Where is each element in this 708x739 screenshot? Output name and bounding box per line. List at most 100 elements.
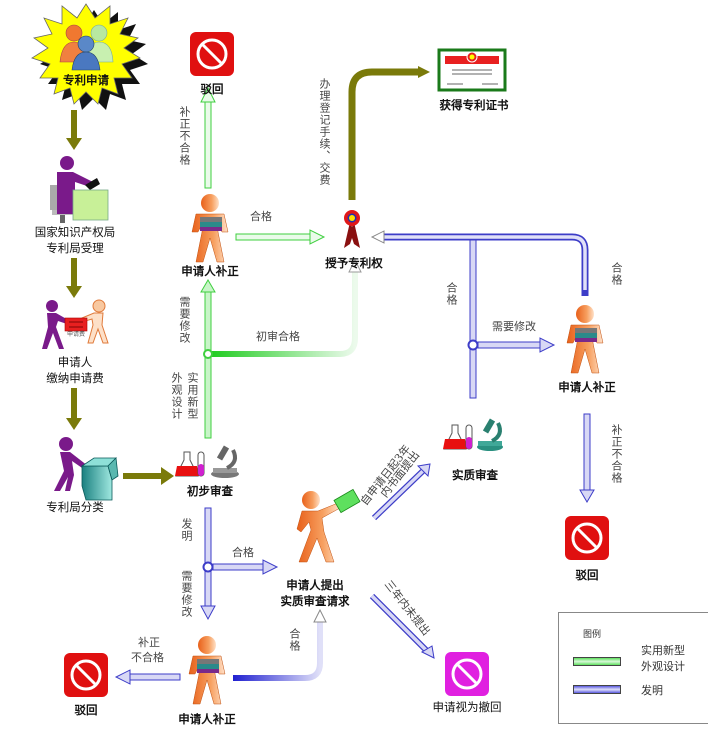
applicant-corrector-right-icon <box>566 305 604 374</box>
arrowhead <box>66 418 82 430</box>
edge-invention: 发明 <box>180 518 193 542</box>
green-pass-top <box>235 233 313 241</box>
arrowhead <box>313 608 327 623</box>
node-request-label-line1: 申请人提出 <box>286 578 344 592</box>
blue-junction-substantive <box>467 339 479 351</box>
grant-medal-icon <box>344 210 360 248</box>
node-correct-top-label: 申请人补正 <box>181 264 239 278</box>
node-reject-bottom-label: 驳回 <box>74 703 98 717</box>
node-reject-top-label: 驳回 <box>200 82 224 96</box>
arrow-accept-to-fee <box>71 258 77 288</box>
arrowhead <box>262 559 279 575</box>
green-reject-top <box>204 99 212 189</box>
node-correct-bottom-label: 申请人补正 <box>178 712 236 726</box>
arrowhead <box>579 489 595 503</box>
arrowhead <box>416 463 431 478</box>
arrowhead <box>161 467 174 485</box>
arrowhead <box>309 229 326 245</box>
legend-swatch-utility-design <box>573 657 621 666</box>
olive-arrows <box>66 66 430 485</box>
arrowhead <box>420 645 435 659</box>
edge-correct-fail-bottom-line2: 不合格 <box>131 651 164 664</box>
arrowhead <box>348 258 362 273</box>
reject-bottom-icon <box>64 653 108 697</box>
node-fee-label-line1: 申请人 <box>57 355 93 369</box>
node-fee-label-line2: 缴纳申请费 <box>46 371 104 385</box>
legend-label-utility-design-line2: 外观设计 <box>641 660 685 673</box>
applicant-request-icon <box>296 488 361 563</box>
arrow-fee-to-classify <box>71 388 77 420</box>
node-grant-label: 授予专利权 <box>325 256 383 270</box>
node-prelim-exam-label: 初步审查 <box>187 484 233 498</box>
reject-top-icon <box>190 32 234 76</box>
arrow-grant-to-certificate <box>348 68 420 200</box>
blue-reject-right <box>583 413 591 491</box>
substantive-exam-lab-icon <box>443 418 503 451</box>
arrow-inner <box>370 594 430 654</box>
node-certificate-label: 获得专利证书 <box>439 98 509 112</box>
blue-need-modify-right <box>477 341 543 349</box>
node-accept-label-line1: 国家知识产权局 <box>34 225 116 239</box>
blue-reject-bottom <box>127 673 181 681</box>
arrowhead <box>418 66 430 78</box>
blue-pass-invention <box>212 563 266 571</box>
blue-pass-to-grant <box>382 233 589 296</box>
arrow-inner <box>372 466 428 520</box>
arrow-inner <box>382 235 587 290</box>
edge-prelim-pass: 初审合格 <box>256 330 300 343</box>
edge-pass-right-corner: 合格 <box>610 262 623 286</box>
arrowhead <box>200 605 216 621</box>
edge-pass-bottom: 合格 <box>288 628 301 652</box>
edge-utility-design-col2: 外观设计 <box>170 372 183 420</box>
green-vertical-main <box>204 289 212 439</box>
applicant-corrector-bottom-icon <box>188 636 226 705</box>
arrowhead <box>370 230 385 244</box>
blue-vertical-prelim <box>204 507 212 607</box>
node-accept-label-line2: 专利局受理 <box>46 241 104 255</box>
green-arrows <box>200 86 362 439</box>
withdrawn-icon <box>445 652 489 696</box>
node-apply-label: 专利申请 <box>63 73 109 87</box>
legend-swatch-invention <box>573 685 621 694</box>
arrowhead <box>66 138 82 150</box>
reject-right-icon <box>565 516 609 560</box>
arrowhead <box>200 86 216 103</box>
legend-label-utility-design-line1: 实用新型 <box>641 644 685 657</box>
blue-junction-prelim <box>202 561 214 573</box>
node-withdrawn-label: 申请视为撤回 <box>432 700 502 714</box>
node-reject-right-label: 驳回 <box>575 568 599 582</box>
blue-arrows <box>114 230 595 685</box>
fee-paper-label: 申请费 <box>66 331 85 338</box>
edge-utility-design-col1: 实用新型 <box>186 372 199 420</box>
people-group-icon <box>59 24 114 71</box>
patent-application-burst <box>31 3 148 110</box>
prelim-exam-lab-icon <box>175 445 239 478</box>
edge-pass-top: 合格 <box>250 210 272 223</box>
classify-box-icon <box>54 437 119 501</box>
arrow-apply-to-accept <box>71 110 77 140</box>
blue-pass-bottom <box>233 620 323 681</box>
fee-exchange-icon <box>42 299 109 349</box>
arrowhead <box>114 669 131 685</box>
applicant-corrector-top-icon <box>191 194 229 263</box>
edge-pass-invention: 合格 <box>232 546 254 559</box>
legend: 图例 实用新型 外观设计 发明 <box>558 612 708 724</box>
node-classify-label: 专利局分类 <box>46 500 104 514</box>
edge-correct-fail-top: 补正不合格 <box>178 106 191 166</box>
office-worker-icon <box>50 156 109 223</box>
arrowhead <box>539 337 556 353</box>
arrowhead <box>66 286 82 298</box>
edge-pass-right-vertical: 合格 <box>445 282 458 306</box>
arrowhead <box>200 279 216 293</box>
patent-certificate-icon <box>437 48 507 92</box>
edge-need-modify-blue: 需要修改 <box>180 570 193 618</box>
edge-need-modify-green: 需要修改 <box>178 296 191 344</box>
legend-title: 图例 <box>583 630 602 640</box>
edge-need-modify-blue-right: 需要修改 <box>492 320 536 333</box>
node-substantive-exam-label: 实质审查 <box>452 468 498 482</box>
edge-correct-fail-bottom-line1: 补正 <box>138 636 160 649</box>
edge-correct-fail-right: 补正不合格 <box>610 424 623 484</box>
green-prelim-pass <box>212 270 358 357</box>
node-correct-right-label: 申请人补正 <box>558 380 616 394</box>
